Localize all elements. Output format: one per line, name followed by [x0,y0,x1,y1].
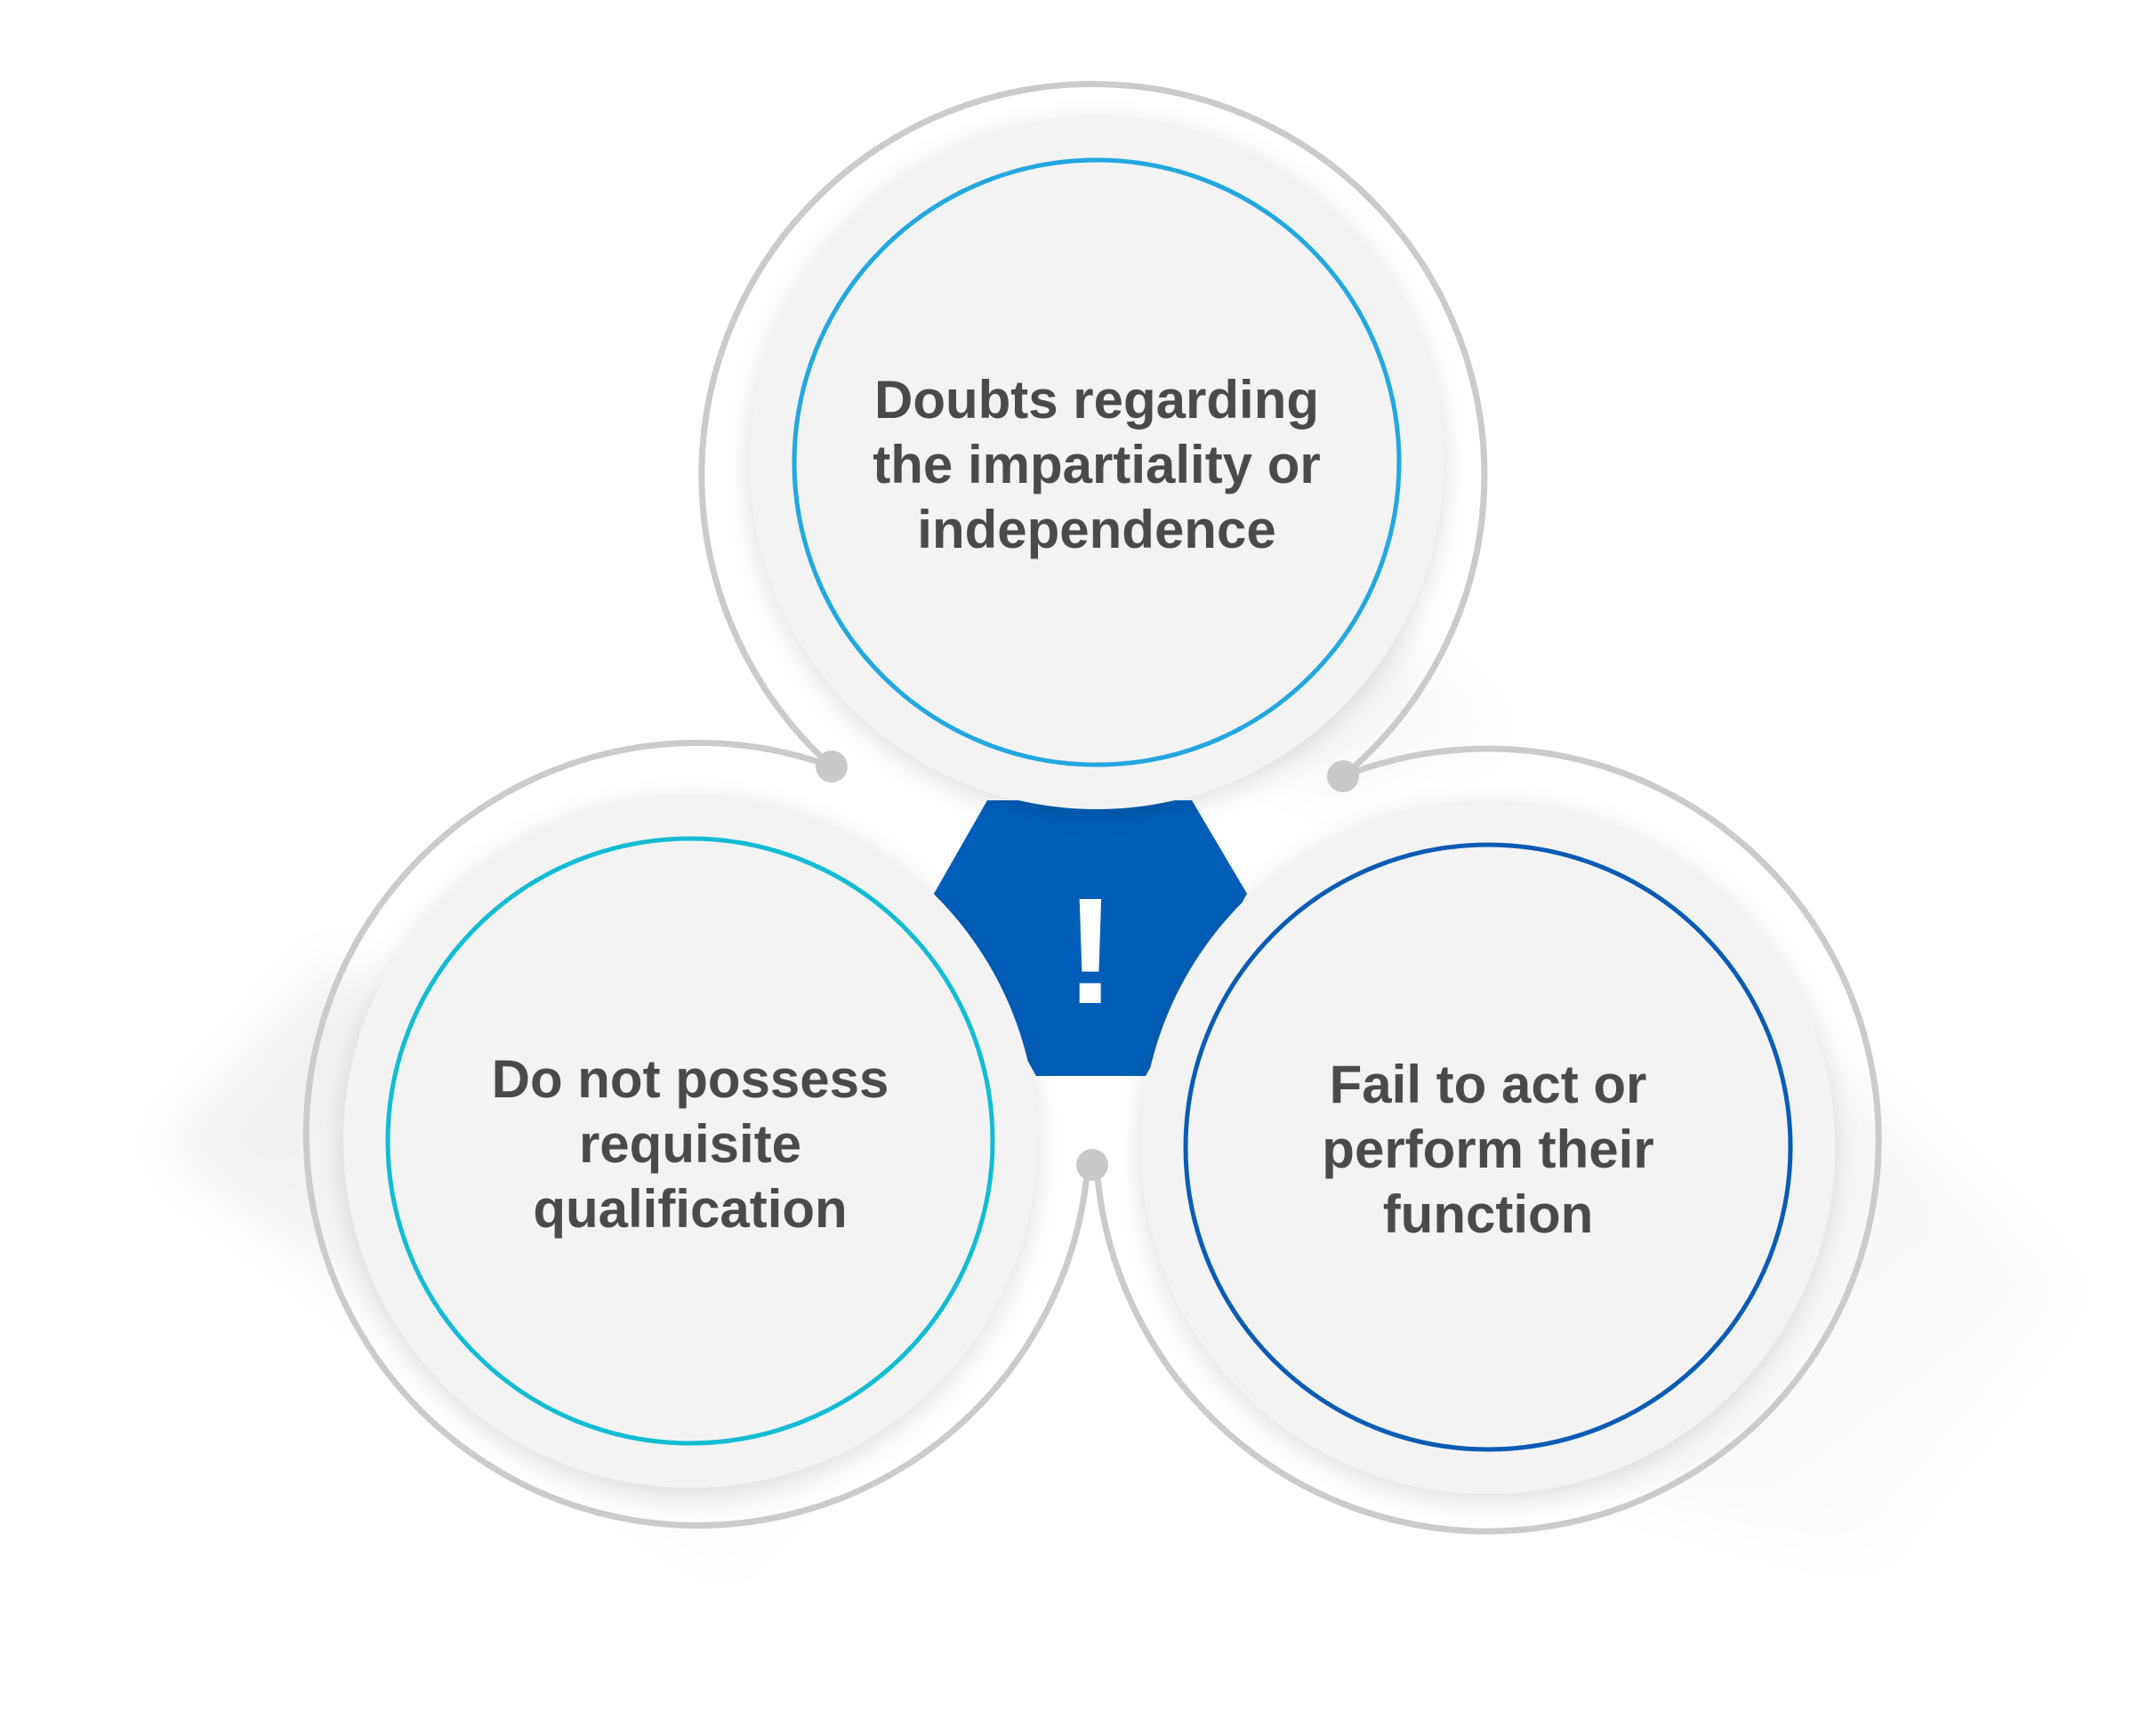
disc-left [343,794,1037,1488]
disc-left-face [383,834,997,1448]
disc-top [750,116,1444,809]
outer-ring-right [1093,745,1882,1535]
label-top: Doubts regarding the impartiality or ind… [848,367,1346,562]
outer-rings [302,81,1882,1535]
label-bottom-right-line-1: Fail to act or [1329,1055,1647,1114]
label-bottom-left-line-3: qualification [533,1179,848,1239]
disc-left-ring [385,836,995,1446]
connector-dot-top-left [816,751,848,783]
exclamation-icon: ! [1066,867,1116,1036]
disc-right-face [1181,840,1795,1454]
disc-top-ring [792,157,1402,767]
connector-dots [816,751,1359,1181]
label-top-line-1: Doubts regarding [873,370,1319,430]
disc-top-face [790,156,1404,769]
center-hexagon [934,800,1247,1076]
label-bottom-right: Fail to act or perform their function [1239,1052,1737,1247]
disc-right [1141,800,1835,1494]
label-top-line-3: independence [917,500,1276,559]
label-bottom-right-line-3: function [1382,1184,1594,1244]
connector-dot-bottom [1076,1149,1108,1181]
connector-dot-top-right [1327,760,1359,792]
outer-ring-top [698,81,1488,780]
label-bottom-left: Do not possess requisite qualification [441,1047,939,1241]
label-bottom-left-line-1: Do not possess [491,1049,889,1109]
label-bottom-left-line-2: requisite [578,1114,802,1174]
outer-ring-left [302,739,1091,1529]
label-top-line-2: the impartiality or [873,435,1321,494]
disc-right-ring [1183,842,1793,1452]
label-bottom-right-line-2: perform their [1322,1120,1654,1179]
